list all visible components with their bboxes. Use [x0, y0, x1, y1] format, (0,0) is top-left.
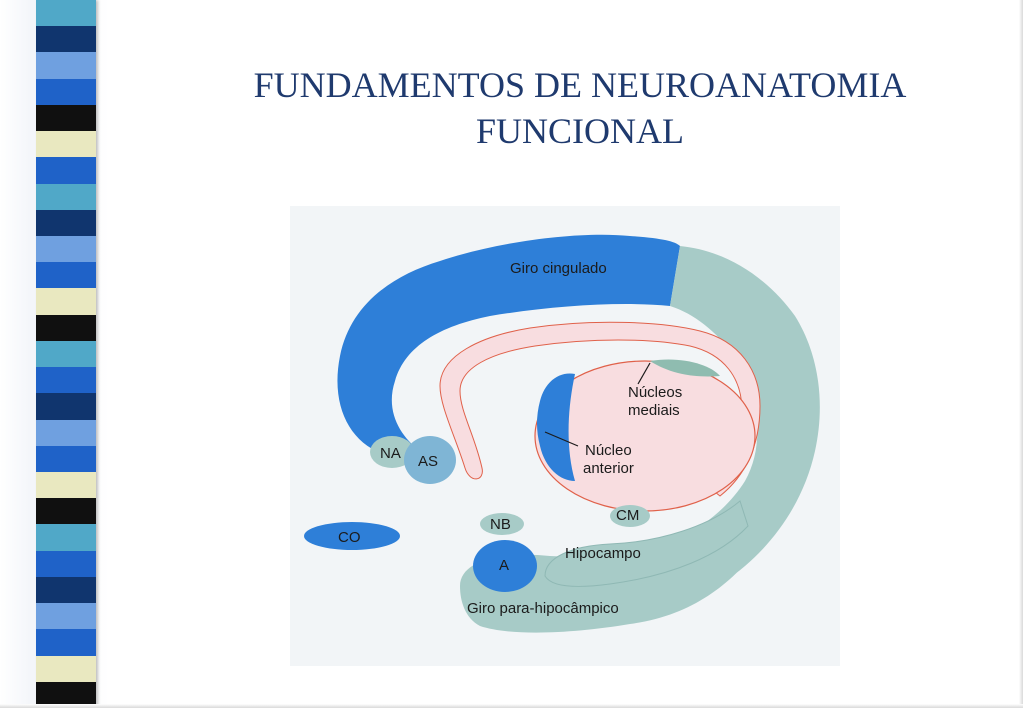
slide-title: FUNDAMENTOS DE NEUROANATOMIA FUNCIONAL — [150, 62, 1010, 154]
decorative-band — [36, 393, 96, 421]
decorative-band — [36, 209, 96, 237]
decorative-band — [36, 26, 96, 53]
decorative-band — [36, 157, 96, 185]
nucleo-anterior-region — [537, 373, 575, 481]
decorative-band — [36, 419, 96, 447]
hipocampo-label: Hipocampo — [565, 545, 641, 562]
corpo-mamilar-region — [610, 505, 650, 527]
decorative-band — [36, 288, 96, 316]
decorative-band-column — [36, 0, 96, 708]
amygdala-region — [473, 540, 537, 592]
decorative-band — [36, 576, 96, 604]
decorative-band — [36, 104, 96, 132]
nucleos-mediais-label-line-2: mediais — [628, 402, 680, 419]
decorative-band — [36, 52, 96, 80]
nucleos-mediais-region — [650, 359, 720, 377]
decorative-band — [36, 550, 96, 578]
decorative-band — [36, 445, 96, 473]
nucleo-anterior-label-line-2: anterior — [583, 460, 634, 477]
nb-region — [480, 513, 524, 535]
posterior-limbic-region — [610, 246, 820, 611]
giro-cingulado-label: Giro cingulado — [510, 260, 607, 277]
co-label: CO — [338, 529, 361, 546]
cm-label: CM — [616, 507, 639, 524]
slide-right-shadow — [1019, 0, 1023, 708]
decorative-band — [36, 131, 96, 158]
decorative-band — [36, 340, 96, 368]
as-region — [404, 436, 456, 484]
limbic-system-figure: Giro cingulado Núcleos mediais Núcleo an… — [290, 206, 840, 666]
nucleo-anterior-leader — [544, 431, 579, 447]
decorative-band — [36, 472, 96, 499]
nb-label: NB — [490, 516, 511, 533]
na-label: NA — [380, 445, 401, 462]
slide-bottom-shadow — [0, 704, 1023, 708]
as-label: AS — [418, 453, 438, 470]
nucleos-mediais-leader — [637, 362, 651, 385]
decorative-band — [36, 314, 96, 342]
decorative-band — [36, 681, 96, 708]
decorative-band — [36, 498, 96, 525]
limbic-system-diagram: Giro cingulado Núcleos mediais Núcleo an… — [304, 234, 820, 633]
decorative-band — [36, 524, 96, 552]
decorative-band — [36, 655, 96, 683]
decorative-band — [36, 78, 96, 106]
decorative-band — [36, 183, 96, 211]
nucleos-mediais-label-line-1: Núcleos — [628, 384, 682, 401]
na-region — [370, 436, 414, 468]
decorative-band — [36, 262, 96, 289]
slide-title-line-2: FUNCIONAL — [475, 111, 684, 151]
a-label: A — [499, 557, 509, 574]
nucleo-anterior-label-line-1: Núcleo — [585, 442, 632, 459]
giro-cingulado-region — [337, 234, 680, 456]
giro-para-hipocampico-label: Giro para-hipocâmpico — [467, 600, 619, 617]
decorative-band — [36, 603, 96, 630]
decorative-band — [36, 629, 96, 657]
co-region — [304, 522, 400, 550]
slide-title-line-1: FUNDAMENTOS DE NEUROANATOMIA — [253, 65, 907, 105]
decorative-band — [36, 367, 96, 394]
decorative-band — [36, 0, 96, 27]
hipocampo-region — [544, 500, 749, 587]
decorative-band — [36, 236, 96, 263]
